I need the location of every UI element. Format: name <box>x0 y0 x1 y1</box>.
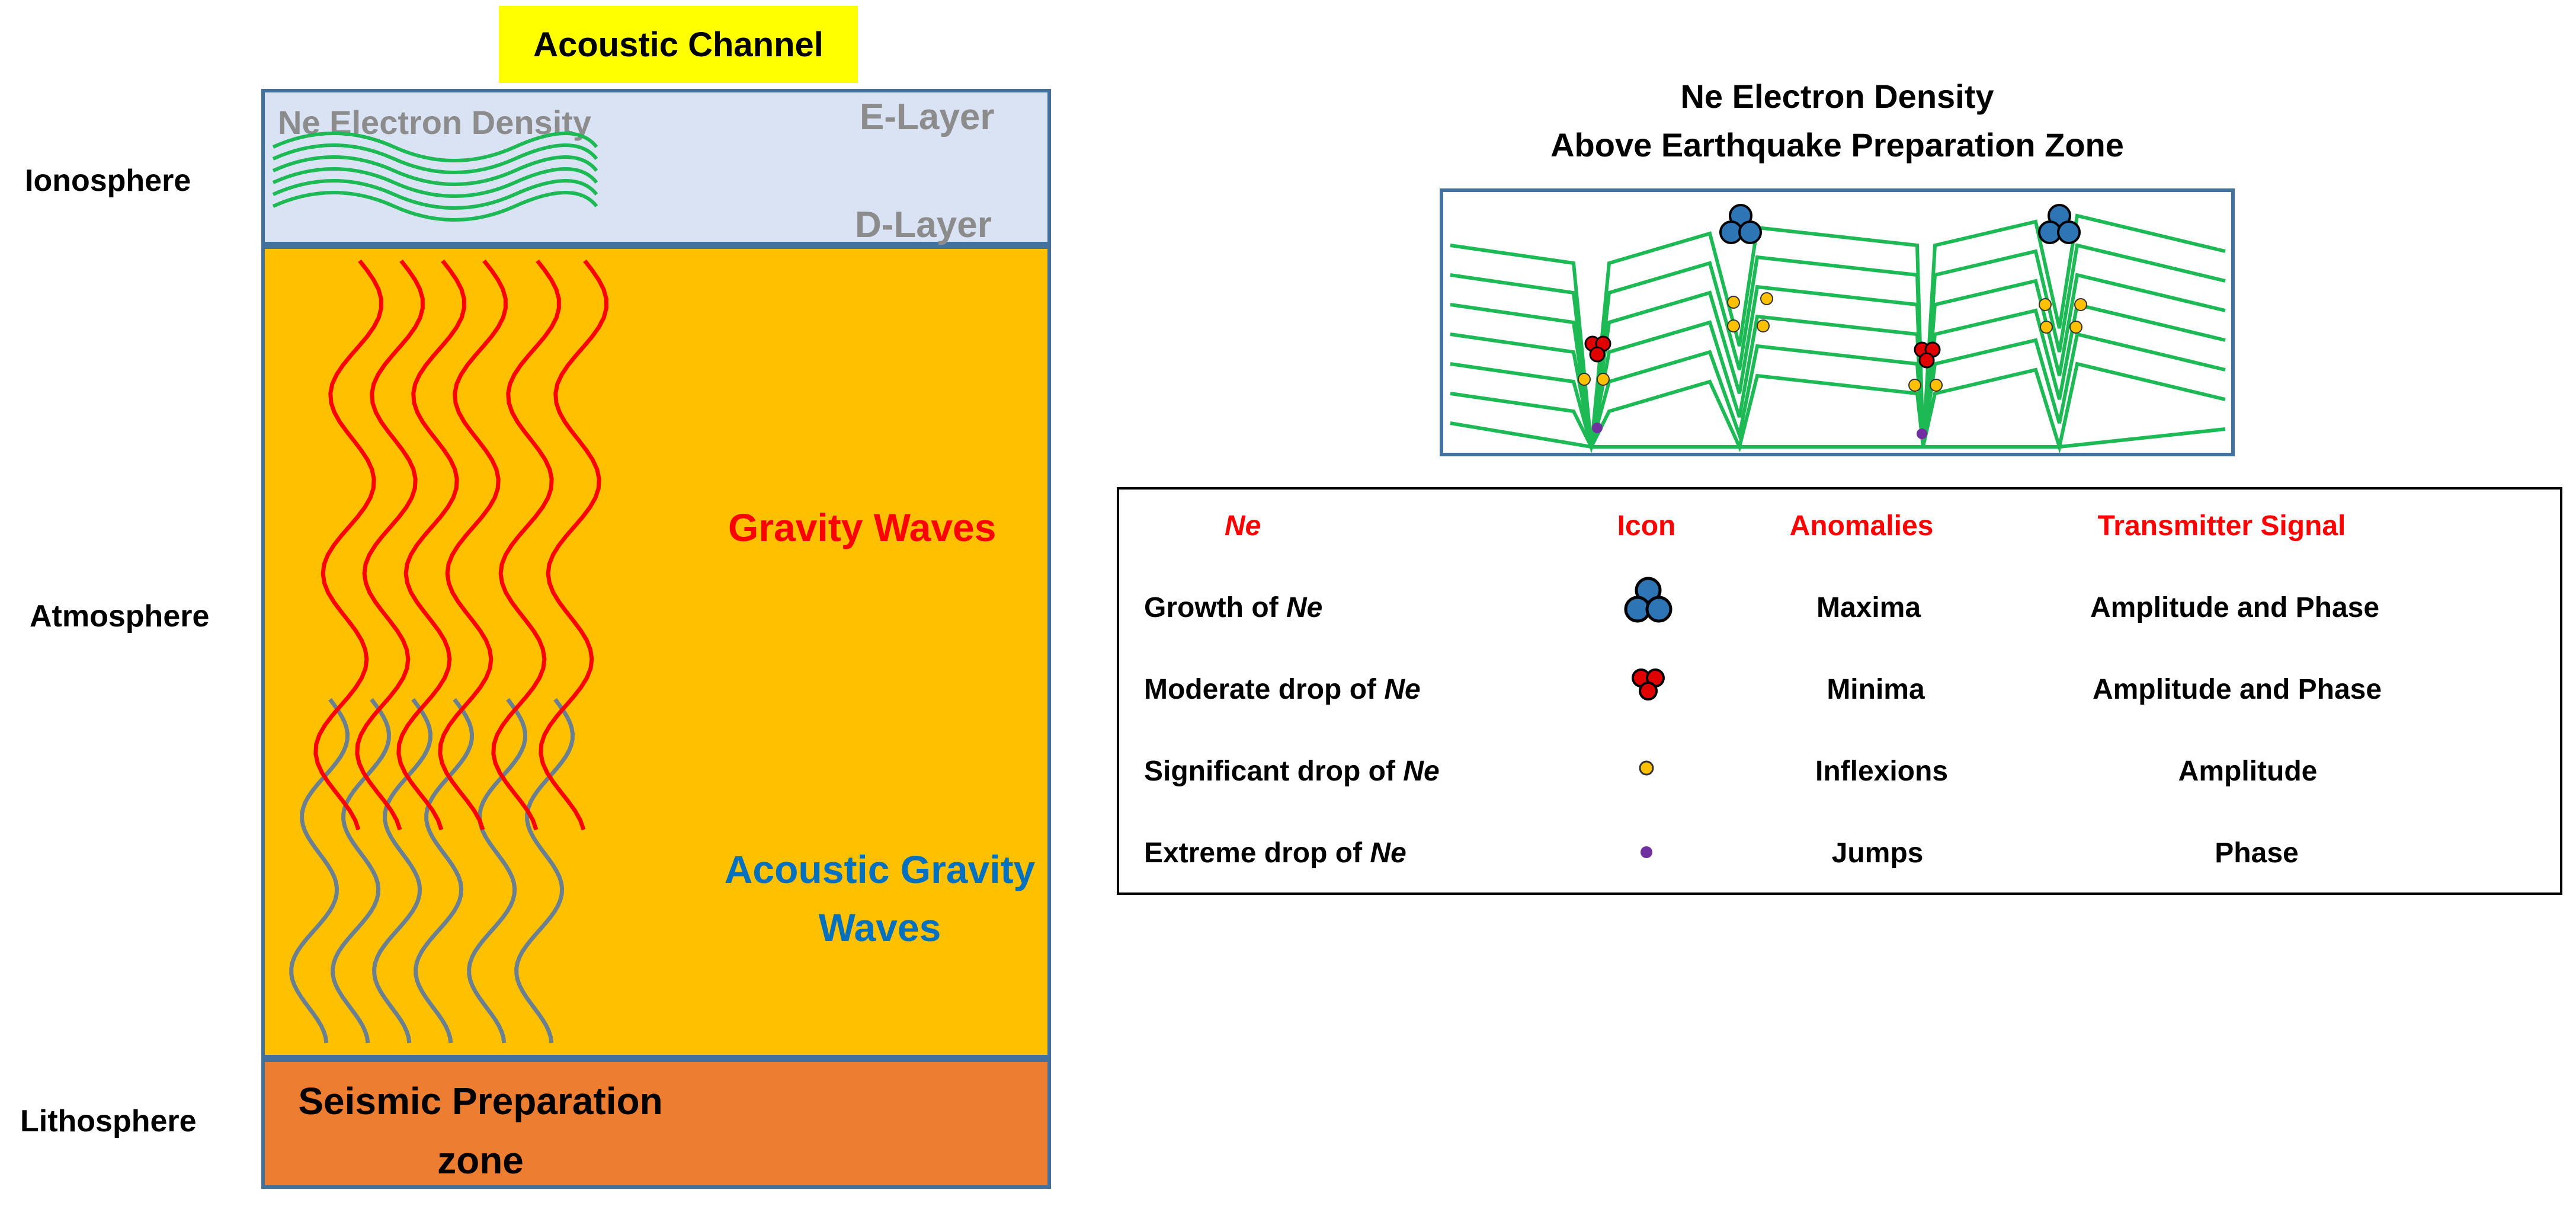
row-ne: Ne <box>1403 756 1440 787</box>
legend-row-anomaly: Jumps <box>1831 837 1924 869</box>
legend-header-anomalies: Anomalies <box>1789 510 1934 542</box>
legend-header-ne: Ne <box>1225 510 1261 542</box>
minima-cluster-icon <box>1632 668 1665 700</box>
inflexion-dot-icon <box>1639 760 1654 776</box>
d-layer-label: D-Layer <box>855 204 992 245</box>
inflexion-icon <box>1578 292 2087 392</box>
lithosphere-box: Seismic Preparation zone <box>261 1058 1051 1189</box>
legend-row-label: Moderate drop of Ne <box>1144 673 1421 706</box>
gravity-waves-label: Gravity Waves <box>728 506 997 549</box>
legend-header-icon: Icon <box>1617 510 1676 542</box>
row-prefix: Extreme drop of <box>1144 837 1370 869</box>
ionosphere-label: Ionosphere <box>25 164 191 198</box>
legend-row-signal: Amplitude <box>2178 756 2318 787</box>
minima-icon <box>1584 335 1941 369</box>
acoustic-gravity-wave-line <box>372 698 433 1044</box>
gravity-wave-line <box>396 259 466 831</box>
row-prefix: Significant drop of <box>1144 756 1404 787</box>
legend-row-signal: Amplitude and Phase <box>2092 674 2382 705</box>
legend-row-anomaly: Inflexions <box>1815 756 1949 787</box>
ne-panel-title-line2: Above Earthquake Preparation Zone <box>1550 126 2124 164</box>
legend-row-label: Significant drop of Ne <box>1144 755 1440 788</box>
legend-row-anomaly: Minima <box>1827 674 1925 705</box>
acoustic-gravity-line2: Waves <box>818 906 941 949</box>
gravity-wave-line <box>313 259 383 831</box>
acoustic-gravity-wave-line <box>514 698 575 1044</box>
maxima-icon <box>1719 204 2081 244</box>
row-ne: Ne <box>1384 674 1421 705</box>
jump-dot-icon <box>1641 846 1652 858</box>
ne-panel-title: Ne Electron Density Above Earthquake Pre… <box>1440 72 2235 169</box>
jump-icon <box>1592 423 1927 439</box>
atmosphere-box: Gravity Waves Acoustic Gravity Waves <box>261 245 1051 1058</box>
gravity-wave-line <box>438 259 508 831</box>
lithosphere-label: Lithosphere <box>20 1104 197 1138</box>
row-prefix: Growth of <box>1144 592 1286 623</box>
gravity-wave-line <box>539 259 608 831</box>
acoustic-gravity-wave-line <box>331 698 392 1044</box>
row-prefix: Moderate drop of <box>1144 674 1385 705</box>
legend-row-label: Growth of Ne <box>1144 591 1322 624</box>
ionosphere-box: Ne Electron Density E-Layer D-Layer <box>261 89 1051 245</box>
row-ne: Ne <box>1286 592 1323 623</box>
gravity-wave-line <box>355 259 425 831</box>
ne-density-panel <box>1440 188 2235 456</box>
acoustic-gravity-waves-label: Acoustic Gravity Waves <box>714 840 1046 957</box>
legend-row-signal: Amplitude and Phase <box>2090 592 2380 623</box>
legend-table: Ne Icon Anomalies Transmitter Signal Gro… <box>1117 487 2562 895</box>
legend-header-signal: Transmitter Signal <box>2097 510 2346 542</box>
ne-panel-title-line1: Ne Electron Density <box>1680 78 1994 115</box>
acoustic-channel-label: Acoustic Channel <box>499 6 858 83</box>
legend-row-anomaly: Maxima <box>1816 592 1921 623</box>
seismic-zone-label: Seismic Preparation zone <box>273 1071 688 1190</box>
ionosphere-wave-lines <box>272 132 598 222</box>
acoustic-gravity-wave-line <box>467 698 528 1044</box>
seismic-line2: zone <box>437 1139 524 1182</box>
e-layer-label: E-Layer <box>860 97 995 137</box>
ne-density-diagram <box>1450 204 2226 453</box>
row-ne: Ne <box>1370 837 1406 869</box>
acoustic-gravity-wave-line <box>289 698 350 1044</box>
seismic-line1: Seismic Preparation <box>298 1080 663 1122</box>
legend-row-signal: Phase <box>2215 837 2299 869</box>
acoustic-gravity-line1: Acoustic Gravity <box>724 847 1036 891</box>
acoustic-gravity-wave-line <box>414 698 475 1044</box>
wave-lines <box>289 259 608 1044</box>
atmosphere-label: Atmosphere <box>30 599 210 634</box>
legend-row-label: Extreme drop of Ne <box>1144 837 1406 869</box>
gravity-wave-line <box>491 259 561 831</box>
maxima-cluster-icon <box>1624 577 1673 623</box>
